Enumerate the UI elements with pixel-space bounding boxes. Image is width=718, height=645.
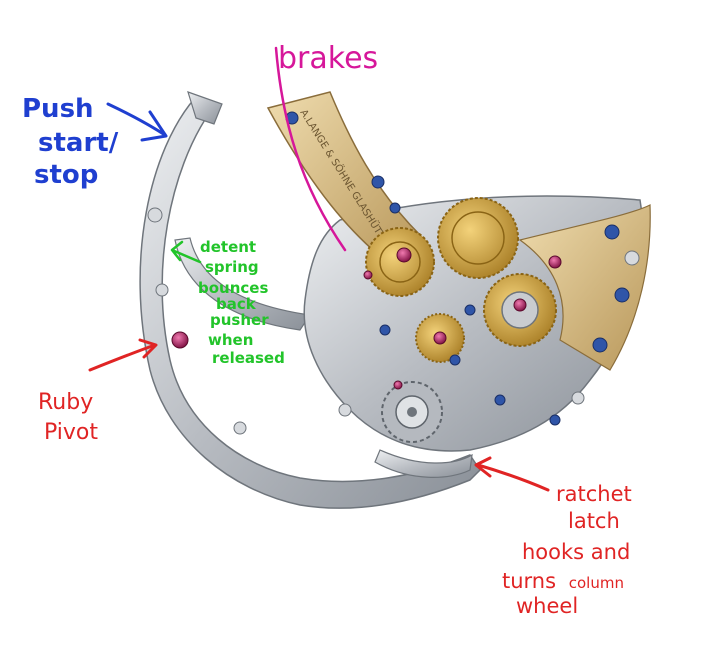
detent-line-3: bounces (198, 279, 269, 297)
column-wheel (381, 381, 443, 443)
push-label: Push start/ stop (20, 96, 118, 188)
ratchet-line-5: column (568, 574, 624, 592)
detent-line-5: pusher (210, 311, 269, 329)
brakes-label: brakes (278, 41, 379, 76)
steel-screws (147, 207, 640, 435)
push-line-1: Push (22, 94, 94, 124)
brakes-pointer (274, 46, 347, 252)
ruby-arrow (88, 338, 158, 372)
ratchet-line-2: latch (568, 509, 620, 533)
ruby-line-2: Pivot (44, 420, 99, 445)
pusher-tip (187, 91, 223, 125)
ratchet-line-4: turns (502, 569, 557, 593)
detent-line-7: released (212, 349, 285, 367)
detent-line-6: when (208, 331, 254, 349)
ratchet-line-6: wheel (516, 594, 579, 618)
detent-label: detent spring bounces back pusher when r… (198, 238, 285, 367)
jewel-ruby-pivot (171, 331, 189, 349)
jewels (171, 247, 562, 390)
ruby-line-1: Ruby (38, 390, 94, 415)
ruby-label: Ruby Pivot (38, 392, 98, 444)
ratchet-line-1: ratchet (556, 482, 632, 506)
jewel-brake-pivot (396, 247, 412, 263)
detent-line-1: detent (200, 238, 257, 256)
gear-large (437, 197, 519, 279)
screws (285, 111, 630, 426)
push-line-3: stop (34, 160, 99, 190)
right-bridge (518, 204, 651, 371)
detent-line-2: spring (205, 258, 259, 276)
push-arrow (106, 102, 168, 142)
ratchet-arrow (474, 456, 550, 492)
push-line-2: start/ (38, 128, 119, 158)
ratchet-latch (374, 449, 473, 478)
gear-medium (365, 227, 435, 297)
ratchet-label: ratchet latch hooks and turns column whe… (502, 484, 632, 617)
detent-pointer (170, 240, 202, 264)
ratchet-line-3: hooks and (522, 540, 631, 564)
detent-line-4: back (216, 295, 256, 313)
